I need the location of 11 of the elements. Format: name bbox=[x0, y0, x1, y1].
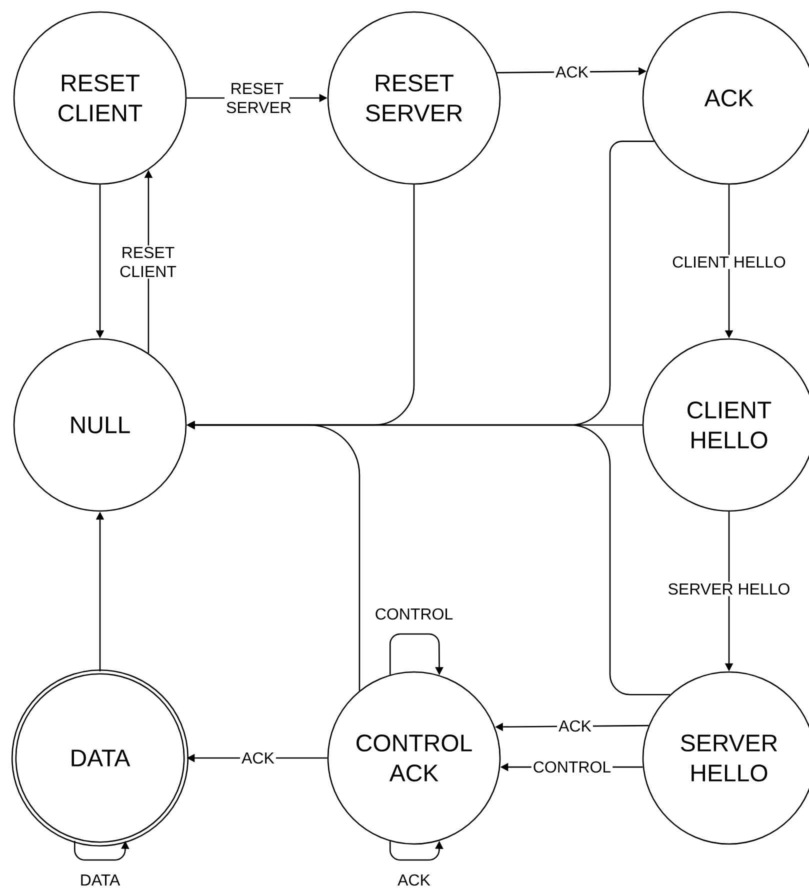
edge-label: SERVER HELLO bbox=[666, 582, 792, 596]
edge-label: CLIENT HELLO bbox=[670, 254, 788, 270]
edge-label: DATA bbox=[78, 873, 122, 888]
edge-label: ACK bbox=[557, 718, 593, 734]
edge-label: CONTROL bbox=[531, 760, 613, 774]
edge-label: ACK bbox=[396, 872, 432, 888]
edge-label: ACK bbox=[554, 64, 590, 80]
edge-label: RESET SERVER bbox=[224, 81, 291, 115]
edge-label: CONTROL bbox=[373, 606, 455, 622]
edge-label: RESET CLIENT bbox=[116, 245, 180, 279]
edge-label: ACK bbox=[240, 750, 276, 766]
